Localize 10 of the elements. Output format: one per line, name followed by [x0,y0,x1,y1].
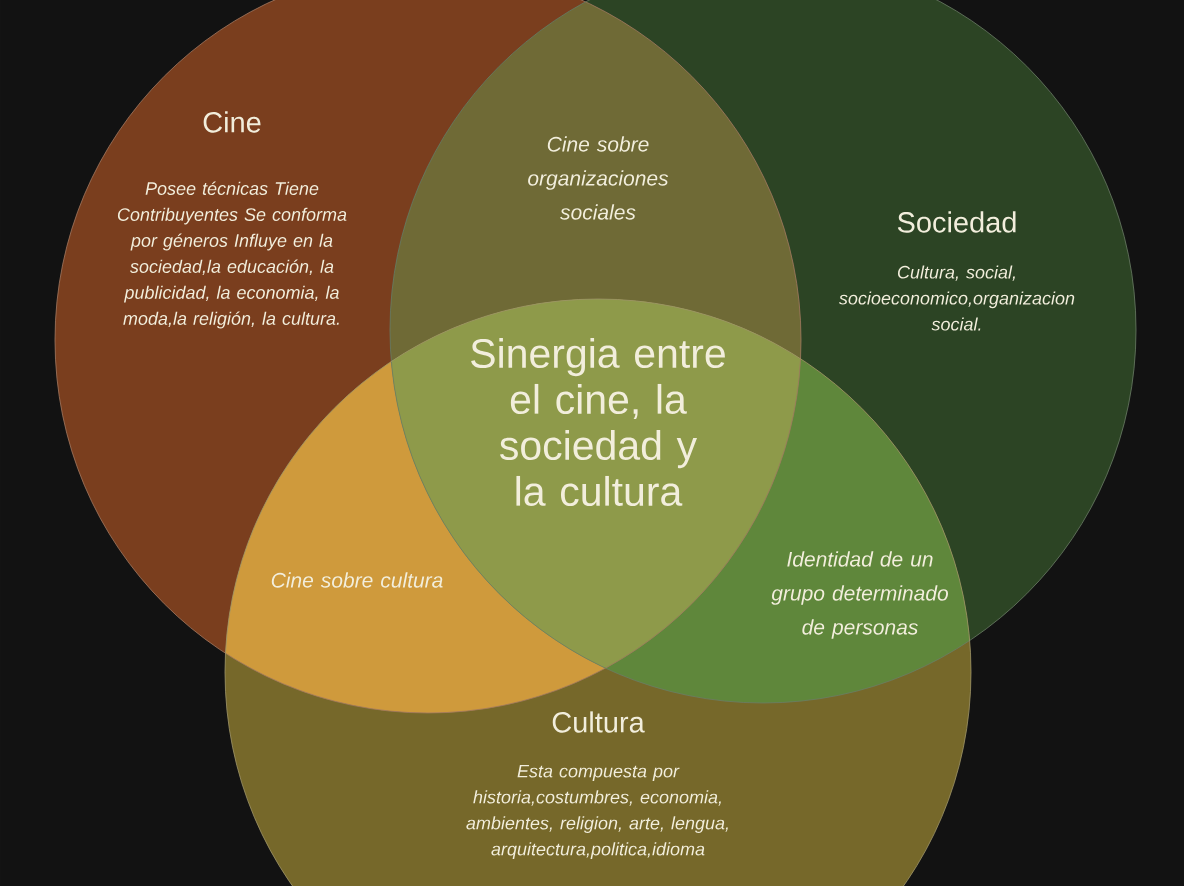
circle-title: Cultura [552,711,645,733]
circle-description: Posee técnicas Tiene Contribuyentes Se conforma por géneros Influye en la sociedad,la educación, la publicidad, la economia, la moda,la religión, la cultura. [117,181,347,329]
overlap-label: Identidad de un grupo determinado de personas [771,551,948,639]
circle-title: Cine [203,111,261,133]
overlap-label: Cine sobre organizaciones sociales [528,136,669,220]
center-title: Sinergia entre el cine, la sociedad y la cultura [471,337,725,507]
circle-title: Sociedad [897,211,1016,233]
circle-description: Cultura, social, socioeconomico,organizacion social. [839,265,1075,331]
circle-description: Esta compuesta por historia,costumbres, economia, ambientes, religion, arte, lengua, arquitectura,politica,idioma [466,764,728,860]
overlap-label: Cine sobre cultura [271,572,443,588]
